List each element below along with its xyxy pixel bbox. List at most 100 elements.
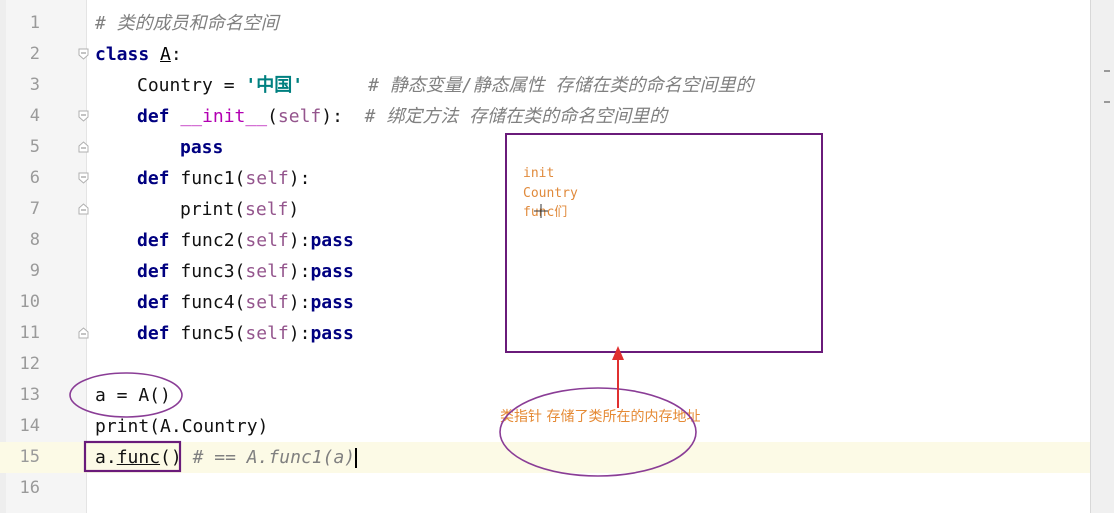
code-text[interactable]: pass — [180, 132, 223, 163]
code-line-10[interactable]: 10 def func4(self):pass — [0, 287, 1090, 318]
self-param: self — [277, 106, 322, 127]
code-line-4[interactable]: 4 def __init__(self): # 绑定方法 存储在类的命名空间里的 — [0, 101, 1090, 132]
function-name: func3 — [180, 261, 235, 282]
line-number: 6 — [29, 168, 40, 188]
fold-collapse-icon[interactable] — [78, 172, 89, 184]
comment: # 类的成员和命名空间 — [95, 13, 279, 34]
keyword: pass — [310, 323, 354, 344]
code-line-9[interactable]: 9 def func3(self):pass — [0, 256, 1090, 287]
code-line-16[interactable]: 16 — [0, 473, 1090, 504]
code-line-1[interactable]: 1 # 类的成员和命名空间 — [0, 8, 1090, 39]
punctuation: ( — [234, 199, 246, 220]
object-ref: a. — [95, 447, 117, 468]
namespace-item: func们 — [523, 205, 568, 220]
line-number: 2 — [29, 44, 40, 64]
line-number: 7 — [29, 199, 40, 219]
fold-end-icon[interactable] — [78, 327, 89, 339]
punctuation: ): — [288, 261, 311, 282]
code-line-5[interactable]: 5 pass — [0, 132, 1090, 163]
keyword: def — [137, 168, 170, 189]
keyword: pass — [310, 292, 354, 313]
code-line-8[interactable]: 8 def func2(self):pass — [0, 225, 1090, 256]
self-param: self — [245, 230, 289, 251]
right-scroll-strip[interactable] — [1090, 0, 1114, 513]
punctuation: : — [170, 44, 182, 65]
fold-end-icon[interactable] — [78, 203, 89, 215]
pointer-annotation-label: 类指针 存储了类所在的内存地址 — [500, 409, 701, 425]
keyword: def — [137, 323, 170, 344]
line-number: 16 — [19, 478, 40, 498]
punctuation: ( — [234, 168, 246, 189]
line-number: 9 — [29, 261, 40, 281]
function-name: func5 — [180, 323, 235, 344]
code-text[interactable]: def func3(self):pass — [137, 256, 354, 287]
function-name: func4 — [180, 292, 235, 313]
self-param: self — [245, 292, 289, 313]
line-number: 5 — [29, 137, 40, 157]
line-number: 3 — [29, 75, 40, 95]
code-line-3[interactable]: 3 Country = '中国' # 静态变量/静态属性 存储在类的命名空间里的 — [0, 70, 1090, 101]
call-highlight-box — [83, 440, 182, 473]
fold-collapse-icon[interactable] — [78, 48, 89, 60]
code-line-6[interactable]: 6 def func1(self): — [0, 163, 1090, 194]
line-number: 15 — [19, 447, 40, 467]
comment: # 绑定方法 存储在类的命名空间里的 — [364, 106, 668, 127]
code-text[interactable]: def __init__(self): # 绑定方法 存储在类的命名空间里的 — [137, 101, 667, 132]
code-text[interactable]: Country = '中国' # 静态变量/静态属性 存储在类的命名空间里的 — [137, 70, 753, 101]
line-number: 10 — [19, 292, 40, 312]
builtin-function: print — [180, 199, 235, 220]
fold-end-icon[interactable] — [78, 141, 89, 153]
self-param: self — [245, 168, 289, 189]
comment: # == A.func1(a) — [181, 447, 356, 468]
code-text[interactable]: print(self) — [180, 194, 299, 225]
self-param: self — [245, 261, 289, 282]
function-name: func2 — [180, 230, 235, 251]
line-number: 12 — [19, 354, 40, 374]
keyword: pass — [310, 230, 354, 251]
keyword: def — [137, 230, 170, 251]
left-edge-strip — [0, 0, 6, 513]
punctuation: ): — [288, 168, 311, 189]
code-line-11[interactable]: 11 def func5(self):pass — [0, 318, 1090, 349]
variable: Country — [137, 75, 213, 96]
pointer-arrowhead — [612, 346, 624, 360]
code-text[interactable]: class A: — [95, 39, 182, 70]
code-text[interactable]: def func5(self):pass — [137, 318, 354, 349]
code-line-14[interactable]: 14 print(A.Country) — [0, 411, 1090, 442]
function-name: func1 — [180, 168, 235, 189]
punctuation: ( — [234, 323, 246, 344]
line-number: 4 — [29, 106, 40, 126]
code-text[interactable]: def func4(self):pass — [137, 287, 354, 318]
code-text[interactable]: a = A() — [95, 385, 171, 406]
text-cursor — [355, 448, 357, 468]
code-text[interactable]: def func1(self): — [137, 163, 310, 194]
punctuation: ( — [234, 261, 246, 282]
code-line-12[interactable]: 12 — [0, 349, 1090, 380]
code-line-15-current[interactable]: 15 a.func() # == A.func1(a) — [0, 442, 1090, 473]
namespace-item-list: init Country func们 — [523, 164, 578, 223]
keyword: def — [137, 106, 170, 127]
punctuation: ): — [321, 106, 343, 127]
namespace-item: init — [523, 166, 555, 181]
line-number: 1 — [29, 13, 40, 33]
keyword: pass — [180, 137, 224, 158]
line-number-gutter — [6, 0, 87, 513]
code-text[interactable]: # 类的成员和命名空间 — [95, 8, 279, 39]
code-text[interactable]: def func2(self):pass — [137, 225, 354, 256]
class-pointer-ellipse — [499, 387, 697, 477]
comment: # 静态变量/静态属性 存储在类的命名空间里的 — [368, 75, 754, 96]
fold-collapse-icon[interactable] — [78, 110, 89, 122]
code-text[interactable]: print(A.Country) — [95, 416, 269, 437]
line-number: 11 — [19, 323, 40, 343]
code-text[interactable]: a.func() # == A.func1(a) — [95, 442, 357, 473]
code-line-2[interactable]: 2 class A: — [0, 39, 1090, 70]
line-number: 13 — [19, 385, 40, 405]
line-number: 8 — [29, 230, 40, 250]
namespace-item: Country — [523, 185, 578, 201]
line-number: 14 — [19, 416, 40, 436]
punctuation: ( — [234, 230, 246, 251]
self-param: self — [245, 199, 289, 220]
code-line-13[interactable]: 13 a = A() — [0, 380, 1090, 411]
code-line-7[interactable]: 7 print(self) — [0, 194, 1090, 225]
